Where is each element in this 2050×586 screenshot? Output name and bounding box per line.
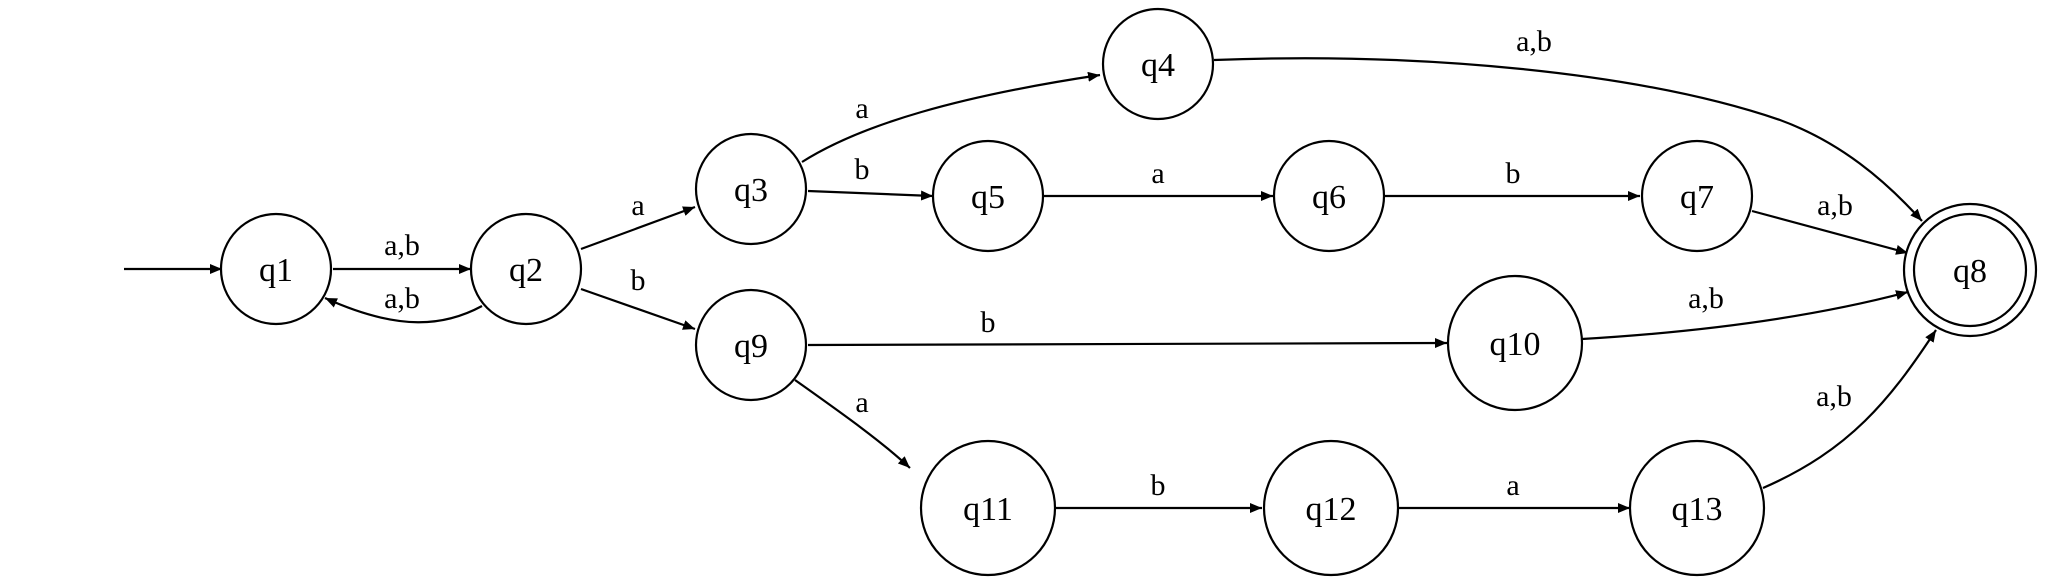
svg-text:q10: q10 — [1490, 326, 1541, 363]
edge-label-q1-q2: a,b — [384, 229, 420, 262]
svg-text:q3: q3 — [734, 172, 768, 209]
edge-q6-q7: b — [1385, 157, 1640, 201]
edge-q7-q8: a,b — [1751, 189, 1909, 255]
state-q7: q7 — [1640, 139, 1754, 253]
edge-label-q7-q8: a,b — [1817, 189, 1853, 222]
edge-q2-q1: a,b — [324, 282, 483, 324]
state-q12: q12 — [1262, 439, 1400, 577]
edge-q1-q2: a,b — [333, 229, 471, 274]
edge-q13-q8: a,b — [1762, 329, 1937, 490]
state-q4: q4 — [1101, 7, 1215, 121]
edge-label-q9-q10: b — [981, 306, 996, 339]
accept-state-ring — [1912, 212, 2028, 328]
svg-text:q9: q9 — [734, 328, 768, 365]
edge-label-q10-q8: a,b — [1688, 282, 1724, 315]
edge-q4-q8: a,b — [1213, 25, 1923, 222]
svg-text:q5: q5 — [971, 179, 1005, 216]
edge-label-q3-q4: a — [855, 92, 868, 125]
svg-text:q8: q8 — [1953, 253, 1987, 290]
edge-q5-q6: a — [1044, 157, 1273, 201]
state-q11: q11 — [919, 439, 1057, 577]
state-q6: q6 — [1272, 139, 1386, 253]
svg-text:q11: q11 — [963, 491, 1013, 528]
edge-label-q9-q11: a — [855, 386, 868, 419]
edge-label-q12-q13: a — [1506, 469, 1519, 502]
edge-label-q6-q7: b — [1506, 157, 1521, 190]
state-q10: q10 — [1446, 274, 1584, 412]
state-q8: q8 — [1902, 202, 2038, 338]
edge-label-q2-q1: a,b — [384, 282, 420, 315]
edge-label-q11-q12: b — [1151, 469, 1166, 502]
edge-q12-q13: a — [1399, 469, 1630, 513]
svg-text:q13: q13 — [1672, 491, 1723, 528]
edge-label-q5-q6: a — [1151, 157, 1164, 190]
edge-label-q4-q8: a,b — [1516, 25, 1552, 58]
edge-q11-q12: b — [1056, 469, 1262, 513]
svg-text:q2: q2 — [509, 252, 543, 289]
state-q1: q1 — [219, 212, 333, 326]
state-q2: q2 — [469, 212, 583, 326]
state-q9: q9 — [694, 288, 808, 402]
svg-text:q12: q12 — [1306, 491, 1357, 528]
edge-q3-q4: a — [801, 71, 1101, 163]
edge-label-q3-q5: b — [855, 153, 870, 186]
edge-q2-q3: a — [580, 189, 696, 251]
edge-q10-q8: a,b — [1581, 282, 1909, 341]
edge-q9-q10: b — [807, 306, 1448, 349]
state-q5: q5 — [931, 139, 1045, 253]
edge-q3-q5: b — [807, 153, 934, 201]
edge-q9-q11: a — [794, 379, 911, 469]
svg-text:q7: q7 — [1680, 179, 1714, 216]
svg-text:q6: q6 — [1312, 179, 1346, 216]
edge-q2-q9: b — [580, 264, 696, 331]
state-q13: q13 — [1628, 439, 1766, 577]
svg-text:q1: q1 — [259, 252, 293, 289]
edge-label-q2-q9: b — [631, 264, 646, 297]
edge-label-q2-q3: a — [631, 189, 644, 222]
svg-text:q4: q4 — [1141, 47, 1175, 84]
state-q3: q3 — [694, 132, 808, 246]
edge-label-q13-q8: a,b — [1816, 380, 1852, 413]
